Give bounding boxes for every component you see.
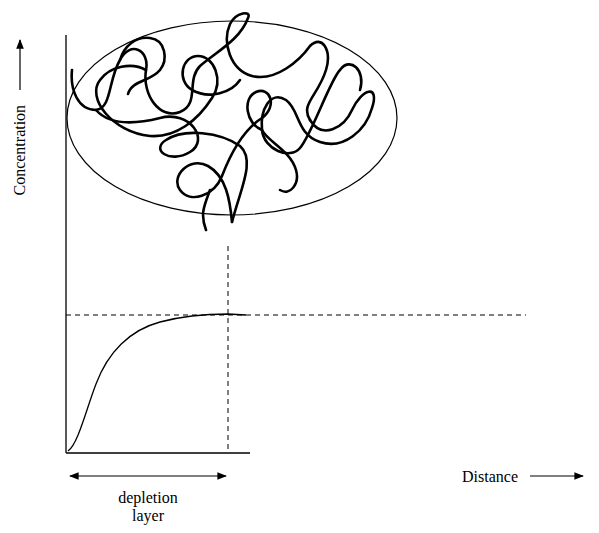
axis-direction-arrow — [530, 475, 583, 476]
axis-direction-arrow — [19, 40, 20, 90]
x-axis — [66, 452, 250, 453]
y-axis — [65, 35, 66, 453]
bulk-level-guide — [66, 315, 526, 316]
coil-envelope — [67, 21, 397, 215]
axis-title: Concentration — [11, 105, 29, 196]
axis-title: Distance — [462, 468, 518, 486]
dimension-label: depletion layer — [108, 489, 188, 526]
layer-edge-guide — [228, 246, 229, 452]
dimension-arrow — [70, 475, 226, 476]
polymer-coil — [72, 13, 374, 230]
concentration-profile — [68, 314, 246, 451]
